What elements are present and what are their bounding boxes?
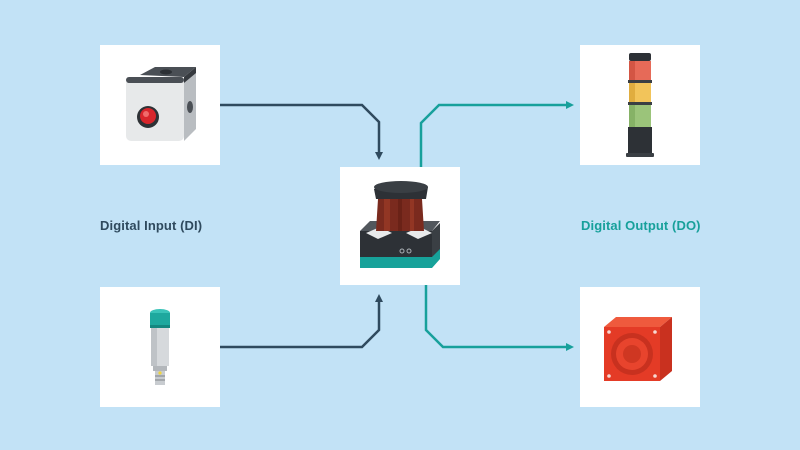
digital-input-sensor-card bbox=[100, 287, 220, 407]
arrow-scanner-to-do-bottom bbox=[424, 285, 574, 351]
signal-tower-light-icon bbox=[626, 53, 654, 157]
digital-output-label: Digital Output (DO) bbox=[581, 218, 701, 233]
digital-input-label: Digital Input (DI) bbox=[100, 218, 203, 233]
red-alarm-horn-icon bbox=[604, 317, 672, 381]
arrow-scanner-to-do-top bbox=[419, 101, 574, 167]
safety-scanner-card bbox=[340, 167, 460, 285]
digital-output-horn-card bbox=[580, 287, 700, 407]
safety-laser-scanner-icon bbox=[360, 181, 440, 268]
digital-output-tower-card bbox=[580, 45, 700, 165]
arrow-di-bottom-to-scanner bbox=[220, 294, 383, 349]
proximity-sensor-icon bbox=[150, 309, 170, 385]
digital-input-button-card bbox=[100, 45, 220, 165]
arrow-di-top-to-scanner bbox=[220, 103, 383, 160]
push-button-station-icon bbox=[126, 67, 196, 141]
